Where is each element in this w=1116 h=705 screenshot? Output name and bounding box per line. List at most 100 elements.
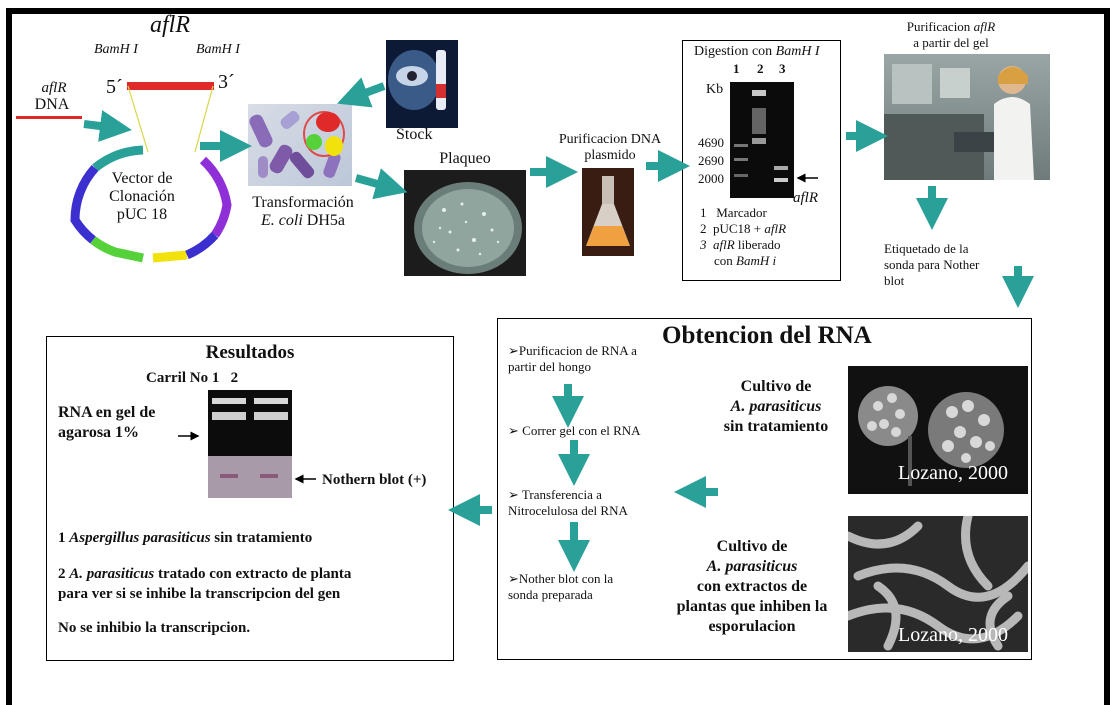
culture-2-line-5: esporulacion xyxy=(708,618,796,635)
rna-step-1-line-2: partir del hongo xyxy=(508,359,592,374)
bamh-left-label: BamH I xyxy=(94,42,138,57)
note-1-species: Aspergillus parasiticus xyxy=(69,530,211,546)
transformation-label: Transformación xyxy=(252,194,354,211)
digestion-title: Digestion con BamH I xyxy=(694,44,820,60)
gel-label-1: RNA en gel de xyxy=(58,404,156,421)
rna-panel-title: Obtencion del RNA xyxy=(662,322,872,349)
note-1-number: 1 xyxy=(58,530,70,546)
vector-segment-green xyxy=(90,236,144,263)
culture-2-species: A. parasiticus xyxy=(706,558,798,575)
note-1-text: sin tratamiento xyxy=(210,530,313,546)
gel-purification-text: Purificacion xyxy=(906,19,974,34)
gel-purification-label-1: Purificacion aflR xyxy=(876,19,1026,35)
legend-text-2: pUC18 + xyxy=(713,221,765,236)
stock-image xyxy=(386,40,458,128)
flask-image xyxy=(582,168,634,256)
vector-label-3: pUC 18 xyxy=(116,206,168,223)
plate-image xyxy=(404,170,526,276)
culture-2-line-3: con extractos de xyxy=(696,578,808,595)
digestion-title-text: Digestion con xyxy=(694,44,776,59)
aflr-dna-italic: aflR xyxy=(41,80,67,96)
micrograph-untreated xyxy=(848,366,1028,494)
culture-1-line-3: sin tratamiento xyxy=(723,418,829,435)
results-panel xyxy=(46,336,454,661)
bamh-right-label: BamH I xyxy=(196,42,240,57)
stock-label: Stock xyxy=(396,126,433,143)
legend-num-1: 1 xyxy=(700,205,707,220)
results-note-1: 1 Aspergillus parasiticus sin tratamient… xyxy=(58,530,312,547)
size-2690: 2690 xyxy=(698,153,724,168)
legend-num-3: 3 xyxy=(700,237,707,252)
credit-2: Lozano, 2000 xyxy=(898,624,1008,646)
rna-step-4-line-2: sonda preparada xyxy=(508,587,593,602)
note-2-species: A. parasiticus xyxy=(69,566,155,582)
dna-red-line xyxy=(16,116,82,119)
aflr-band-label: aflR xyxy=(793,190,818,206)
five-prime-label: 5´ xyxy=(106,76,123,98)
vector-label-2: Clonación xyxy=(109,188,175,205)
blot-label: Nothern blot (+) xyxy=(322,472,427,488)
note-2-text: tratado con extracto de planta xyxy=(154,566,352,582)
vector-segment-yellow xyxy=(152,250,188,263)
strain-name: DH5a xyxy=(306,212,345,229)
transformation-image xyxy=(248,104,352,186)
organism-name: E. coli xyxy=(261,212,303,229)
legend-text-3: liberado xyxy=(734,237,781,252)
legend-italic-2: aflR xyxy=(764,221,787,236)
results-gel xyxy=(208,390,292,498)
legend-italic-3: aflR xyxy=(713,237,735,252)
legend-line-4: con BamH i xyxy=(714,253,777,269)
results-note-2-line-2: para ver si se inhibe la transcripcion d… xyxy=(58,586,341,602)
figure-frame xyxy=(6,8,1110,705)
plasmid-purification-label-2: plasmido xyxy=(584,148,636,163)
probe-label-2: sonda para Nother xyxy=(884,257,980,272)
lab-photo xyxy=(884,54,1050,180)
lane-1-number: 1 xyxy=(733,61,740,76)
vector-label-1: Vector de xyxy=(111,170,173,187)
vector-segment-purple xyxy=(199,156,232,238)
legend-num-2: 2 xyxy=(700,221,707,236)
gene-title: aflR xyxy=(150,12,190,38)
legend-text-1: Marcador xyxy=(716,205,767,220)
probe-label-1: Etiquetado de la xyxy=(884,241,969,256)
legend-line-2: 2 pUC18 + aflR xyxy=(700,221,787,237)
rna-step-3-line-1: ➢ Transferencia a xyxy=(508,487,602,502)
results-title: Resultados xyxy=(205,342,295,363)
rna-step-3-line-2: Nitrocelulosa del RNA xyxy=(508,503,628,518)
results-conclusion: No se inhibio la transcripcion. xyxy=(58,620,251,636)
culture-2-line-1: Cultivo de xyxy=(716,538,788,555)
legend-line4-prefix: con xyxy=(714,253,737,268)
rna-step-4-line-1: ➢Nother blot con la xyxy=(508,571,614,586)
plating-label: Plaqueo xyxy=(439,150,491,167)
lane-2-number: 2 xyxy=(757,61,764,76)
lane-header: Carril No 1 2 xyxy=(146,370,239,386)
digestion-enzyme: BamH I xyxy=(775,44,820,59)
aflr-insert-bar xyxy=(127,82,214,90)
micrograph-treated xyxy=(848,516,1028,652)
vector-diagram xyxy=(70,85,232,263)
aflr-dna-label: DNA xyxy=(34,96,70,113)
rna-step-2-line-1: ➢ Correr gel con el RNA xyxy=(508,423,641,438)
vector-segment-blue xyxy=(70,164,99,244)
digestion-gel xyxy=(730,82,794,198)
gel-purification-label-2: a partir del gel xyxy=(913,35,989,50)
probe-label-3: blot xyxy=(884,273,905,288)
note-2-number: 2 xyxy=(58,566,70,582)
gel-label-2: agarosa 1% xyxy=(58,424,140,441)
vector-segment-teal xyxy=(92,145,144,172)
rna-step-1-line-1: ➢Purificacion de RNA a xyxy=(508,343,637,358)
credit-1: Lozano, 2000 xyxy=(898,462,1008,484)
culture-1-species: A. parasiticus xyxy=(730,398,822,415)
culture-1-line-1: Cultivo de xyxy=(740,378,812,395)
gel-purification-gene: aflR xyxy=(973,19,996,34)
three-prime-label: 3´ xyxy=(218,71,235,93)
legend-line-3: 3 aflR liberado xyxy=(700,237,781,253)
legend-line4-enzyme: BamH i xyxy=(736,253,777,268)
plasmid-purification-label-1: Purificacion DNA xyxy=(558,132,662,147)
results-note-2: 2 A. parasiticus tratado con extracto de… xyxy=(58,566,351,583)
size-4690: 4690 xyxy=(698,135,724,150)
transformation-organism: E. coli DH5a xyxy=(228,212,378,230)
lane-3-number: 3 xyxy=(779,61,786,76)
size-2000: 2000 xyxy=(698,171,724,186)
kb-label: Kb xyxy=(706,82,724,97)
